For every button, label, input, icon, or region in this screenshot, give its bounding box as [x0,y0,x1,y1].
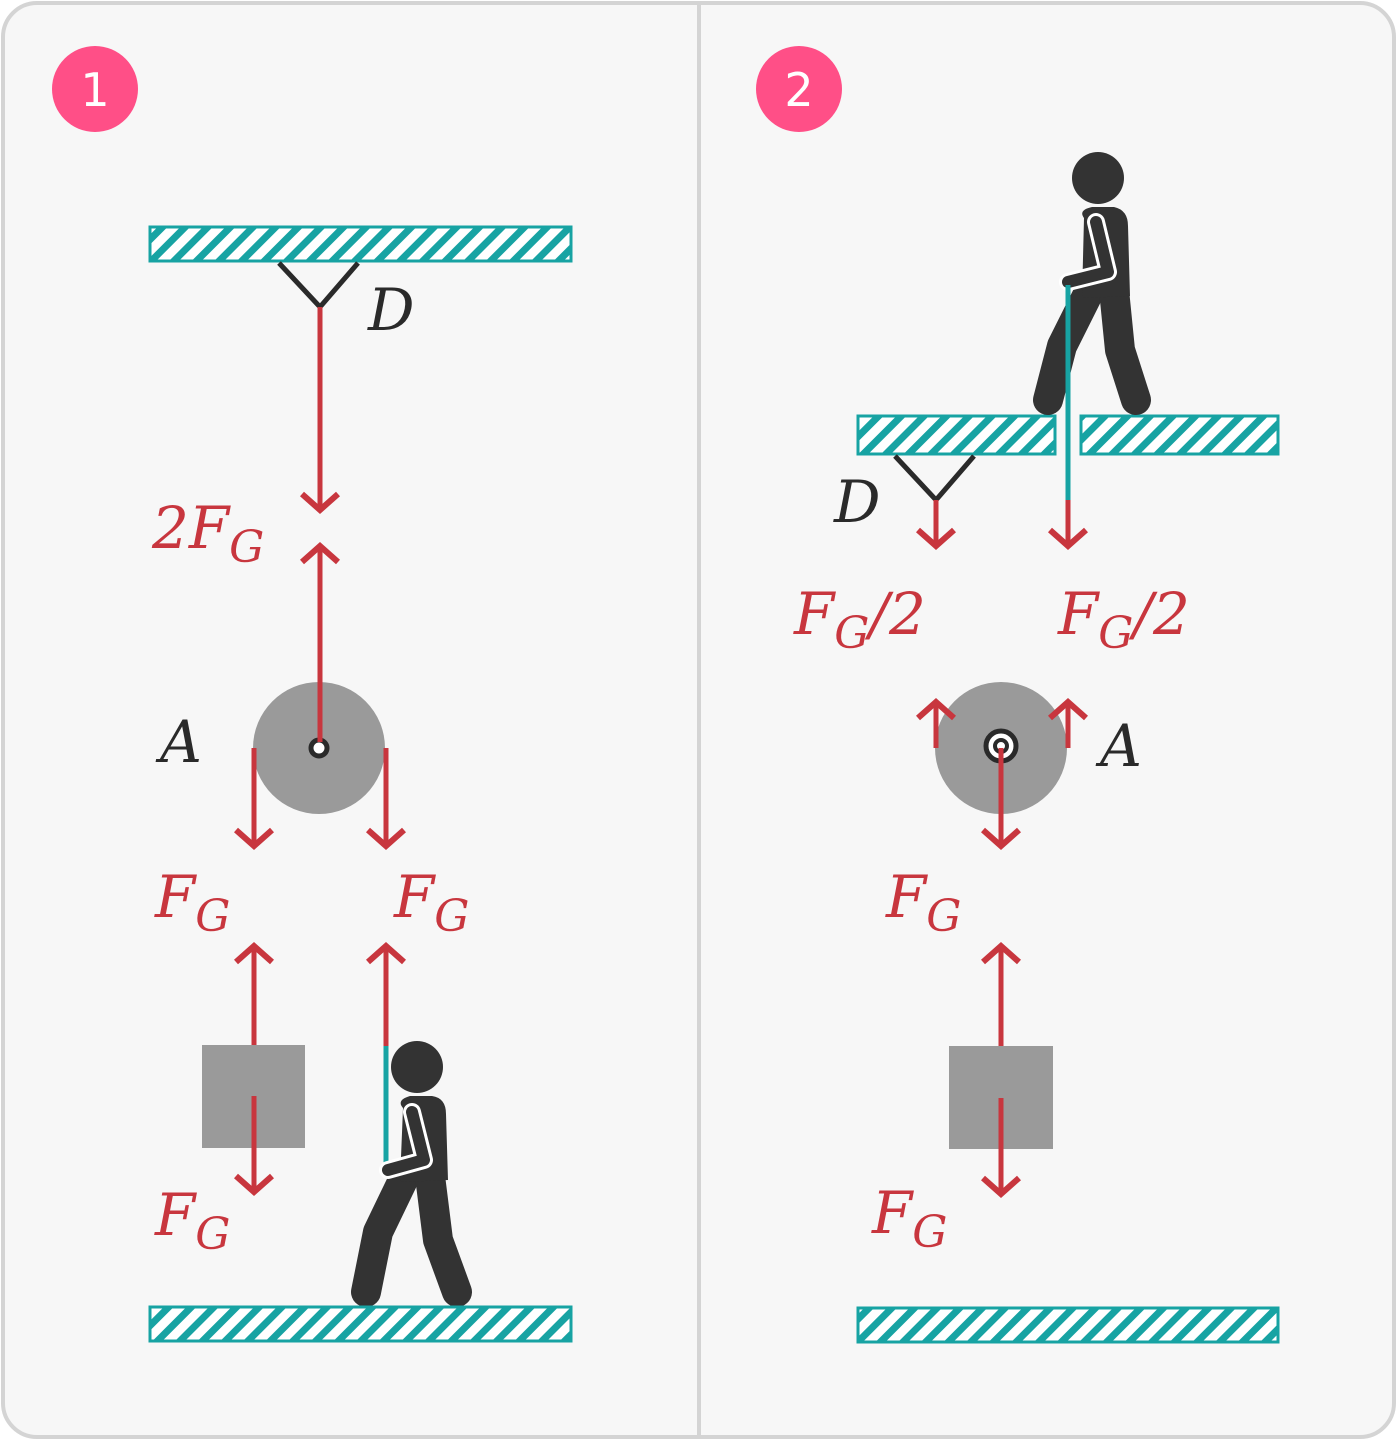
panel-1-force-left-label: FG [154,863,230,942]
panel-2-label-D: D [833,468,881,536]
panel-2-force-right-label: FG/2 [1057,580,1190,659]
panel-2-force-mid-label: FG [885,863,961,942]
panel-1-floor [148,1305,573,1343]
panel-2-label-A: A [1095,712,1142,780]
panel-2-person-icon [1033,152,1151,415]
panel-2-force-left-label: FG/2 [793,580,926,659]
panel-1: 1 D 2FG A FG FG FG [52,46,573,1343]
panel-1-ceiling [148,225,573,263]
panel-2-force-weight-label: FG [871,1179,947,1258]
panel-1-force-right-label: FG [393,863,469,942]
panel-1-person-icon [351,1041,472,1307]
panel-2-floor [856,1306,1280,1344]
panel-1-badge-number: 1 [80,63,109,117]
panel-1-label-D: D [367,276,415,344]
panel-2-badge [756,46,842,132]
panel-1-label-A: A [155,708,202,776]
panel-1-force-top-label: 2FG [151,494,264,573]
panel-1-badge [52,46,138,132]
panel-1-pulley-axle [308,737,330,759]
panel-2-platform-right [1079,414,1280,456]
panel-1-force-weight-label: FG [154,1181,230,1260]
panel-2-platform-left [856,414,1057,456]
panel-2: 2 D FG/2 FG/2 A FG FG [756,46,1280,1344]
panel-2-badge-number: 2 [784,63,813,117]
